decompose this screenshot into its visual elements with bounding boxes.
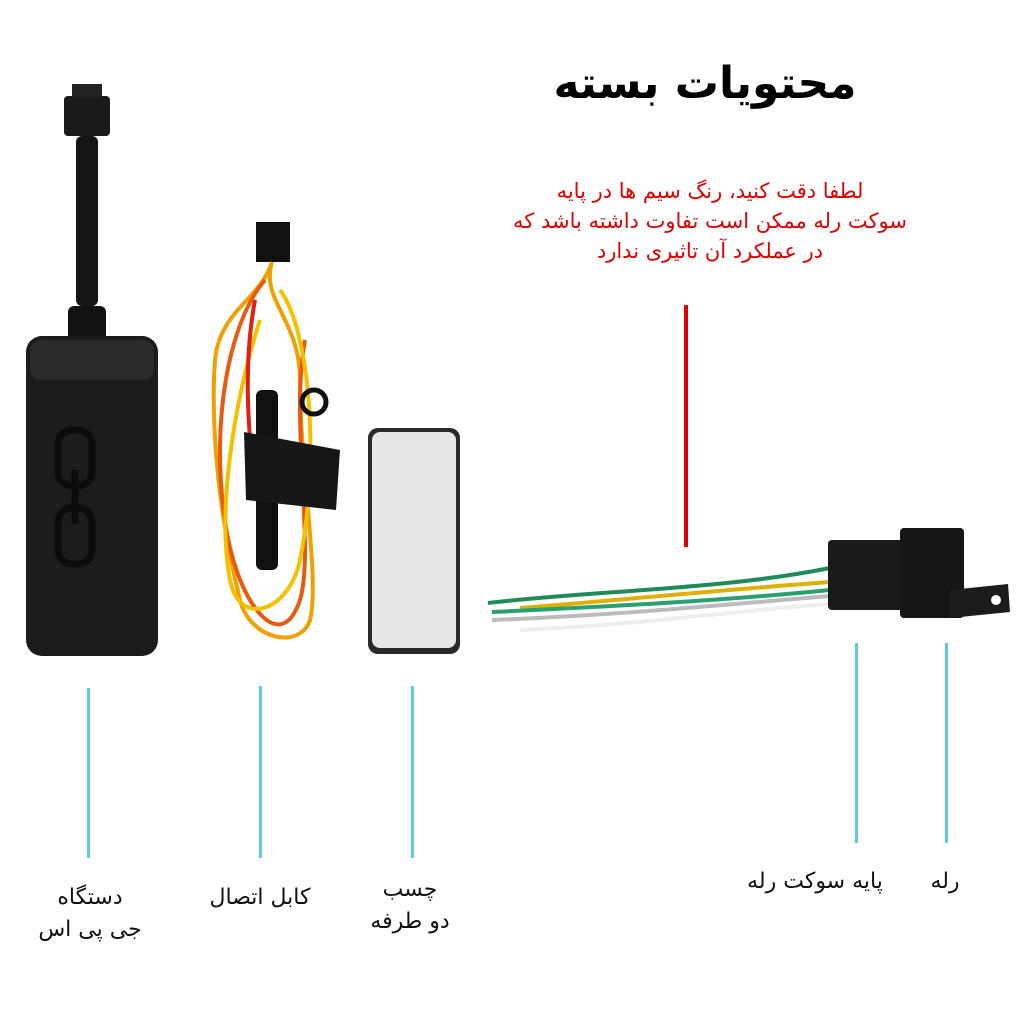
gps-label-line: جی پی اس <box>38 917 142 942</box>
gps-leader-line <box>87 688 90 858</box>
gps-label: دستگاه جی پی اس <box>20 882 160 946</box>
relay-leader-line <box>945 643 948 843</box>
connection-cable <box>211 222 340 640</box>
page-title: محتویات بسته <box>553 58 857 109</box>
cable-label: کابل اتصال <box>209 885 311 910</box>
note-line: در عملکرد آن تاثیری ندارد <box>596 239 824 263</box>
gps-device <box>26 84 158 656</box>
tape-label: چسب دو طرفه <box>345 874 475 938</box>
note-line: لطفا دقت کنید، رنگ سیم ها در پایه <box>556 179 864 203</box>
relay-label: رله <box>930 869 960 894</box>
note-pointer-line <box>684 305 688 547</box>
tape-label-line: چسب <box>382 877 438 902</box>
relay-socket <box>828 540 906 610</box>
socket-leader-line <box>855 643 858 843</box>
product-illustration <box>26 84 1010 656</box>
relay-socket-wires <box>487 566 831 632</box>
gps-label-line: دستگاه <box>57 885 123 910</box>
warning-note: لطفا دقت کنید، رنگ سیم ها در پایه سوکت ر… <box>440 176 980 266</box>
tape-leader-line <box>411 686 414 858</box>
socket-label: پایه سوکت رله <box>747 869 883 894</box>
note-line: سوکت رله ممکن است تفاوت داشته باشد که <box>513 209 907 233</box>
double-sided-tape <box>368 428 460 654</box>
cable-leader-line <box>259 686 262 858</box>
link-logo-icon <box>54 426 96 568</box>
relay <box>900 528 1010 618</box>
tape-label-line: دو طرفه <box>370 909 450 934</box>
